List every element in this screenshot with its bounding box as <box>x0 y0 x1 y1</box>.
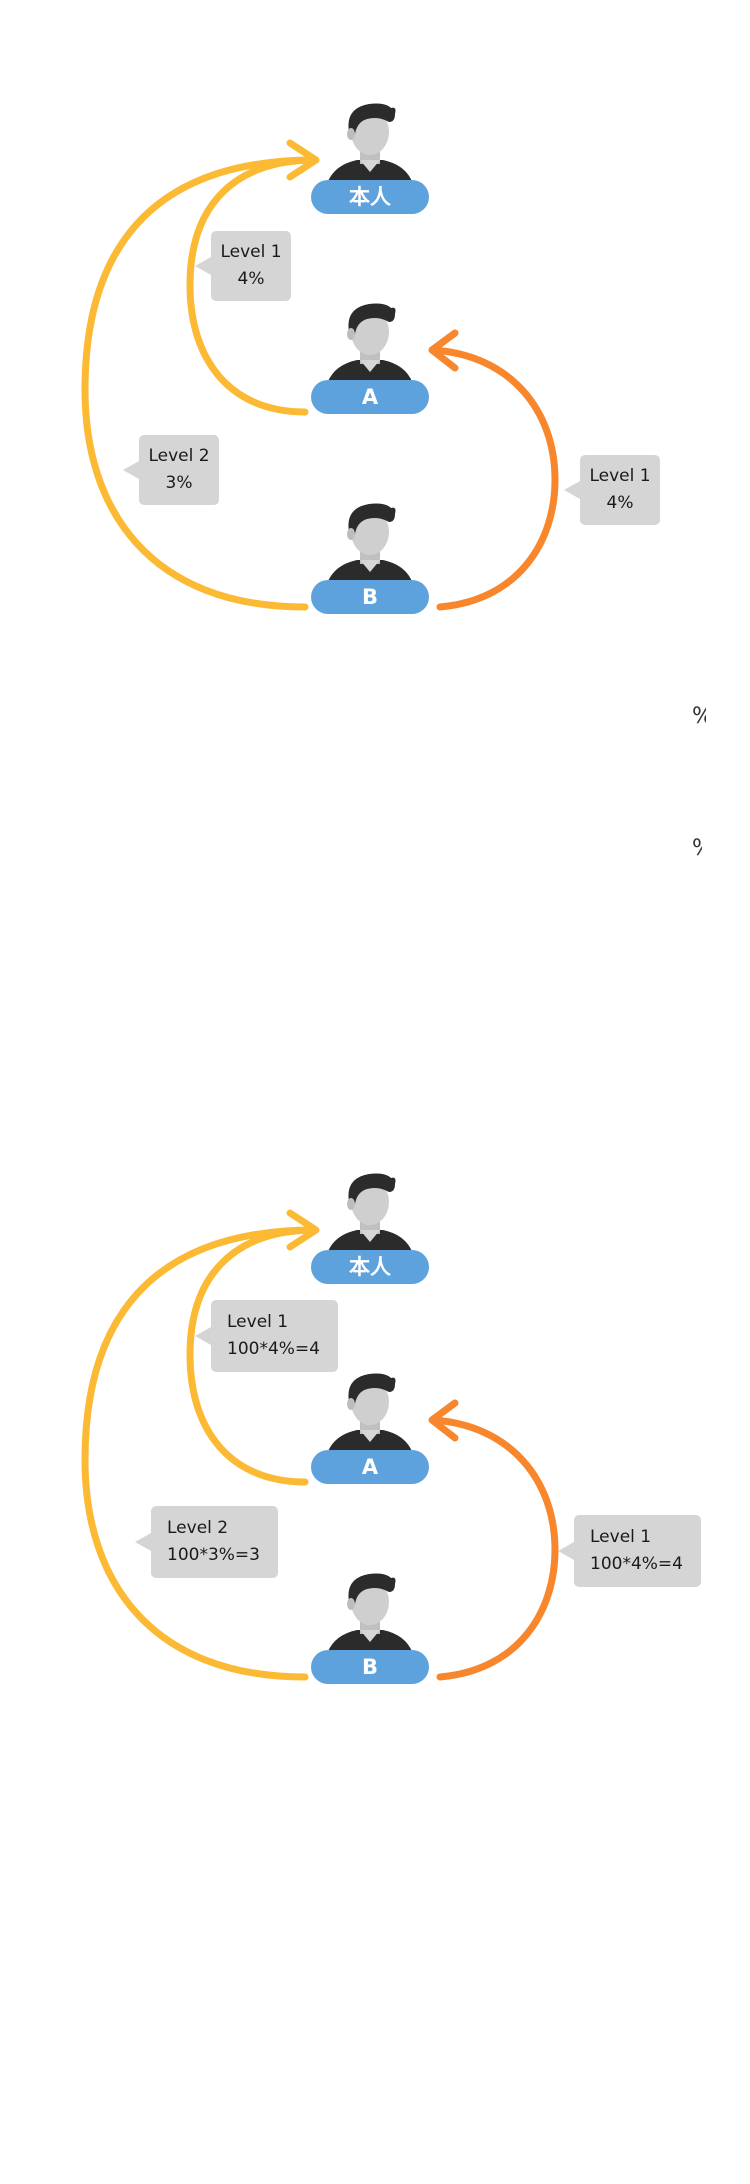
arrow-b-to-a <box>429 1416 559 1681</box>
person-a: A <box>311 302 429 420</box>
arrow-a-to-self <box>186 156 319 416</box>
person-a: A <box>311 1372 429 1490</box>
bubble-level: Level 2 <box>148 446 210 466</box>
bubble-rate: 3% <box>165 473 193 493</box>
arrowhead-self <box>286 139 320 181</box>
person-icon <box>325 303 415 392</box>
person-label-a: A <box>311 380 429 414</box>
person-b: B <box>311 502 429 620</box>
bubble-level: Level 1 <box>227 1312 289 1332</box>
bubble-level: Level 1 <box>220 242 282 262</box>
person-label-self: 本人 <box>311 180 429 214</box>
arrow-a-to-self <box>186 1226 319 1486</box>
person-self: 本人 <box>311 102 429 220</box>
bubble-rate: 100*4%=4 <box>227 1339 320 1359</box>
person-icon <box>325 1573 415 1662</box>
bubble-rate: 100*4%=4 <box>590 1554 683 1574</box>
person-label-b: B <box>311 580 429 614</box>
arrows-layer <box>81 139 559 611</box>
bubble-self-a: Level 1 4% <box>195 231 291 301</box>
arrowhead-self <box>286 1209 320 1251</box>
stray-glyph-1: % <box>692 704 706 734</box>
arrow-b-to-a <box>429 346 559 611</box>
person-icon <box>325 1173 415 1262</box>
bubble-level: Level 2 <box>167 1518 229 1538</box>
bubble-a-b: Level 1 4% <box>564 455 660 525</box>
person-b: B <box>311 1572 429 1690</box>
bubble-level: Level 1 <box>590 1527 652 1547</box>
person-icon <box>325 103 415 192</box>
bubble-self-b: Level 2 3% <box>123 435 219 505</box>
bubble-level: Level 1 <box>589 466 651 486</box>
stray-glyph-2: % <box>692 836 702 866</box>
person-icon <box>325 1373 415 1462</box>
bubble-rate: 4% <box>237 269 265 289</box>
arrow-b-to-self <box>81 1226 319 1681</box>
arrowhead-a <box>428 329 459 372</box>
person-label-self: 本人 <box>311 1250 429 1284</box>
person-self: 本人 <box>311 1172 429 1290</box>
person-label-a: A <box>311 1450 429 1484</box>
bubble-rate: 4% <box>606 493 634 513</box>
person-icon <box>325 503 415 592</box>
arrow-b-to-self <box>81 156 319 611</box>
person-label-b: B <box>311 1650 429 1684</box>
arrows-layer <box>81 1209 559 1681</box>
bubble-self-a: Level 1 100*4%=4 <box>195 1300 338 1372</box>
referral-diagram-2: 本人 A B Level 1 100*4%=4 Level 2 100*3%=3… <box>0 1130 750 1770</box>
bubble-self-b: Level 2 100*3%=3 <box>135 1506 278 1578</box>
referral-diagram-1: 本人 A B Level 1 4% Level 2 3% Level 1 4% <box>0 60 750 700</box>
bubble-rate: 100*3%=3 <box>167 1545 260 1565</box>
bubble-a-b: Level 1 100*4%=4 <box>558 1515 701 1587</box>
arrowhead-a <box>428 1399 459 1442</box>
